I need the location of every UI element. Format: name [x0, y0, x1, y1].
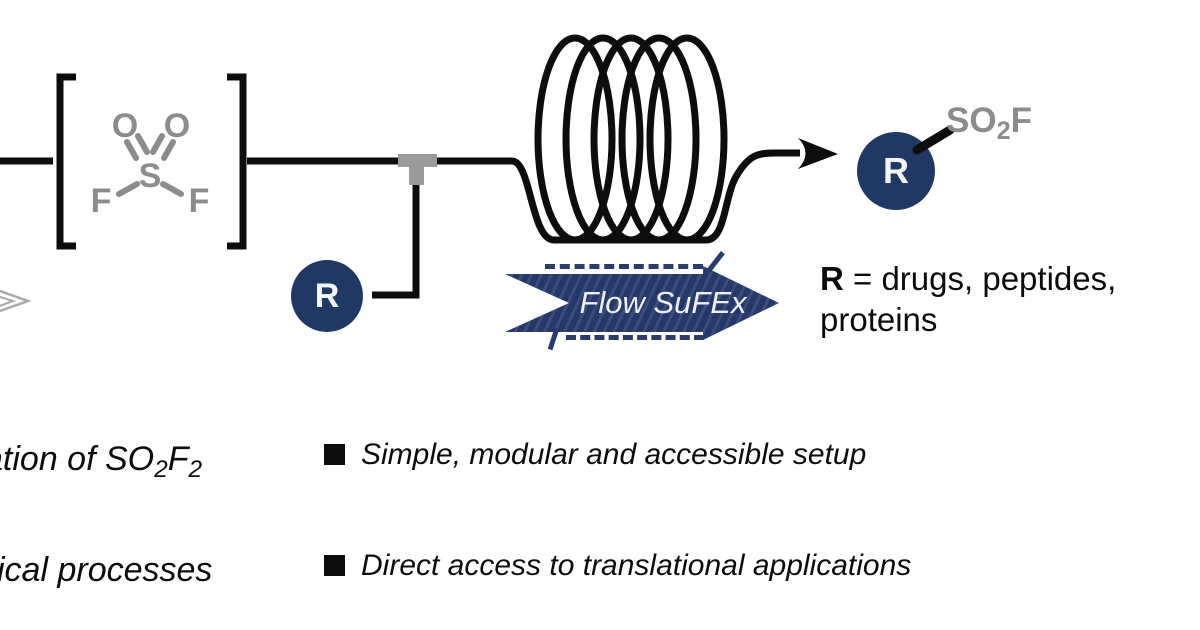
- arrow-stitch-top: [545, 264, 703, 269]
- coil-loop: [562, 34, 644, 244]
- right-bracket: [227, 73, 247, 250]
- product-r-circle: R: [857, 132, 935, 210]
- atom-label-f-left: F: [90, 182, 112, 220]
- reactor-tube-line: [247, 149, 800, 244]
- flow-sufex-label: Flow SuFEx: [579, 285, 747, 320]
- atom-label-o-right: O: [163, 107, 191, 145]
- atom-label-f-right: F: [188, 182, 210, 220]
- so2f-prefix: SO: [946, 101, 997, 140]
- so2f2-bonds: [116, 133, 184, 197]
- square-bullet-icon: [324, 555, 345, 576]
- bullet-row-setup: Simple, modular and accessible setup: [324, 438, 866, 472]
- bullet-text-applications: Direct access to translational applicati…: [361, 549, 912, 582]
- chevron-inner: [0, 295, 17, 307]
- t-junction-bar: [398, 154, 437, 167]
- so2f-suffix: F: [1010, 101, 1032, 140]
- left-note-so2f2-generation: ation of SO2F2: [0, 440, 202, 484]
- clipped-chevron-icon: [0, 289, 32, 313]
- s-o-double-bond-left-2: [135, 133, 150, 155]
- reagent-r-circle: R: [291, 260, 363, 332]
- s-f-bond-right: [160, 181, 184, 197]
- arrow-stitch-bottom: [566, 335, 704, 340]
- left-note-1-text: ation of SO: [0, 440, 155, 478]
- bullet-text-setup: Simple, modular and accessible setup: [361, 438, 867, 471]
- left-note-2-text: ical processes: [0, 551, 213, 589]
- s-o-double-bond-left-1: [124, 139, 139, 161]
- r-definition-note: R = drugs, peptides, proteins: [820, 258, 1116, 340]
- s-o-double-bond-right-1: [161, 139, 176, 161]
- left-note-1-sub2: 2: [188, 455, 203, 483]
- left-note-1-sub1: 2: [154, 455, 168, 483]
- left-bracket: [56, 73, 76, 250]
- so2f-subscript: 2: [996, 117, 1011, 146]
- so2f-group-label: SO2F: [946, 101, 1032, 146]
- r-definition-line2: proteins: [820, 301, 938, 338]
- t-junction: [398, 154, 437, 185]
- product-r-label: R: [883, 150, 909, 191]
- outlet-arrowhead: [798, 138, 838, 169]
- atom-label-o-left: O: [111, 107, 139, 145]
- s-f-bond-left: [116, 181, 140, 197]
- reactor-coil: [534, 34, 728, 244]
- coil-loop: [646, 34, 728, 244]
- reagent-r-label: R: [314, 276, 340, 315]
- coil-loop: [590, 34, 672, 244]
- atom-label-s: S: [138, 157, 162, 195]
- coil-loop: [618, 34, 700, 244]
- t-junction-stem: [409, 167, 424, 185]
- bullet-row-applications: Direct access to translational applicati…: [324, 549, 911, 583]
- coil-loop: [534, 34, 616, 244]
- left-note-1-mid: F: [167, 440, 189, 478]
- r-definition-line1: = drugs, peptides,: [853, 260, 1117, 297]
- reagent-connector-line: [372, 184, 420, 299]
- s-o-double-bond-right-2: [150, 133, 165, 155]
- left-note-processes: ical processes: [0, 551, 212, 590]
- square-bullet-icon: [324, 444, 345, 465]
- chevron-outer: [0, 289, 32, 313]
- r-definition-bold-r: R: [820, 260, 844, 297]
